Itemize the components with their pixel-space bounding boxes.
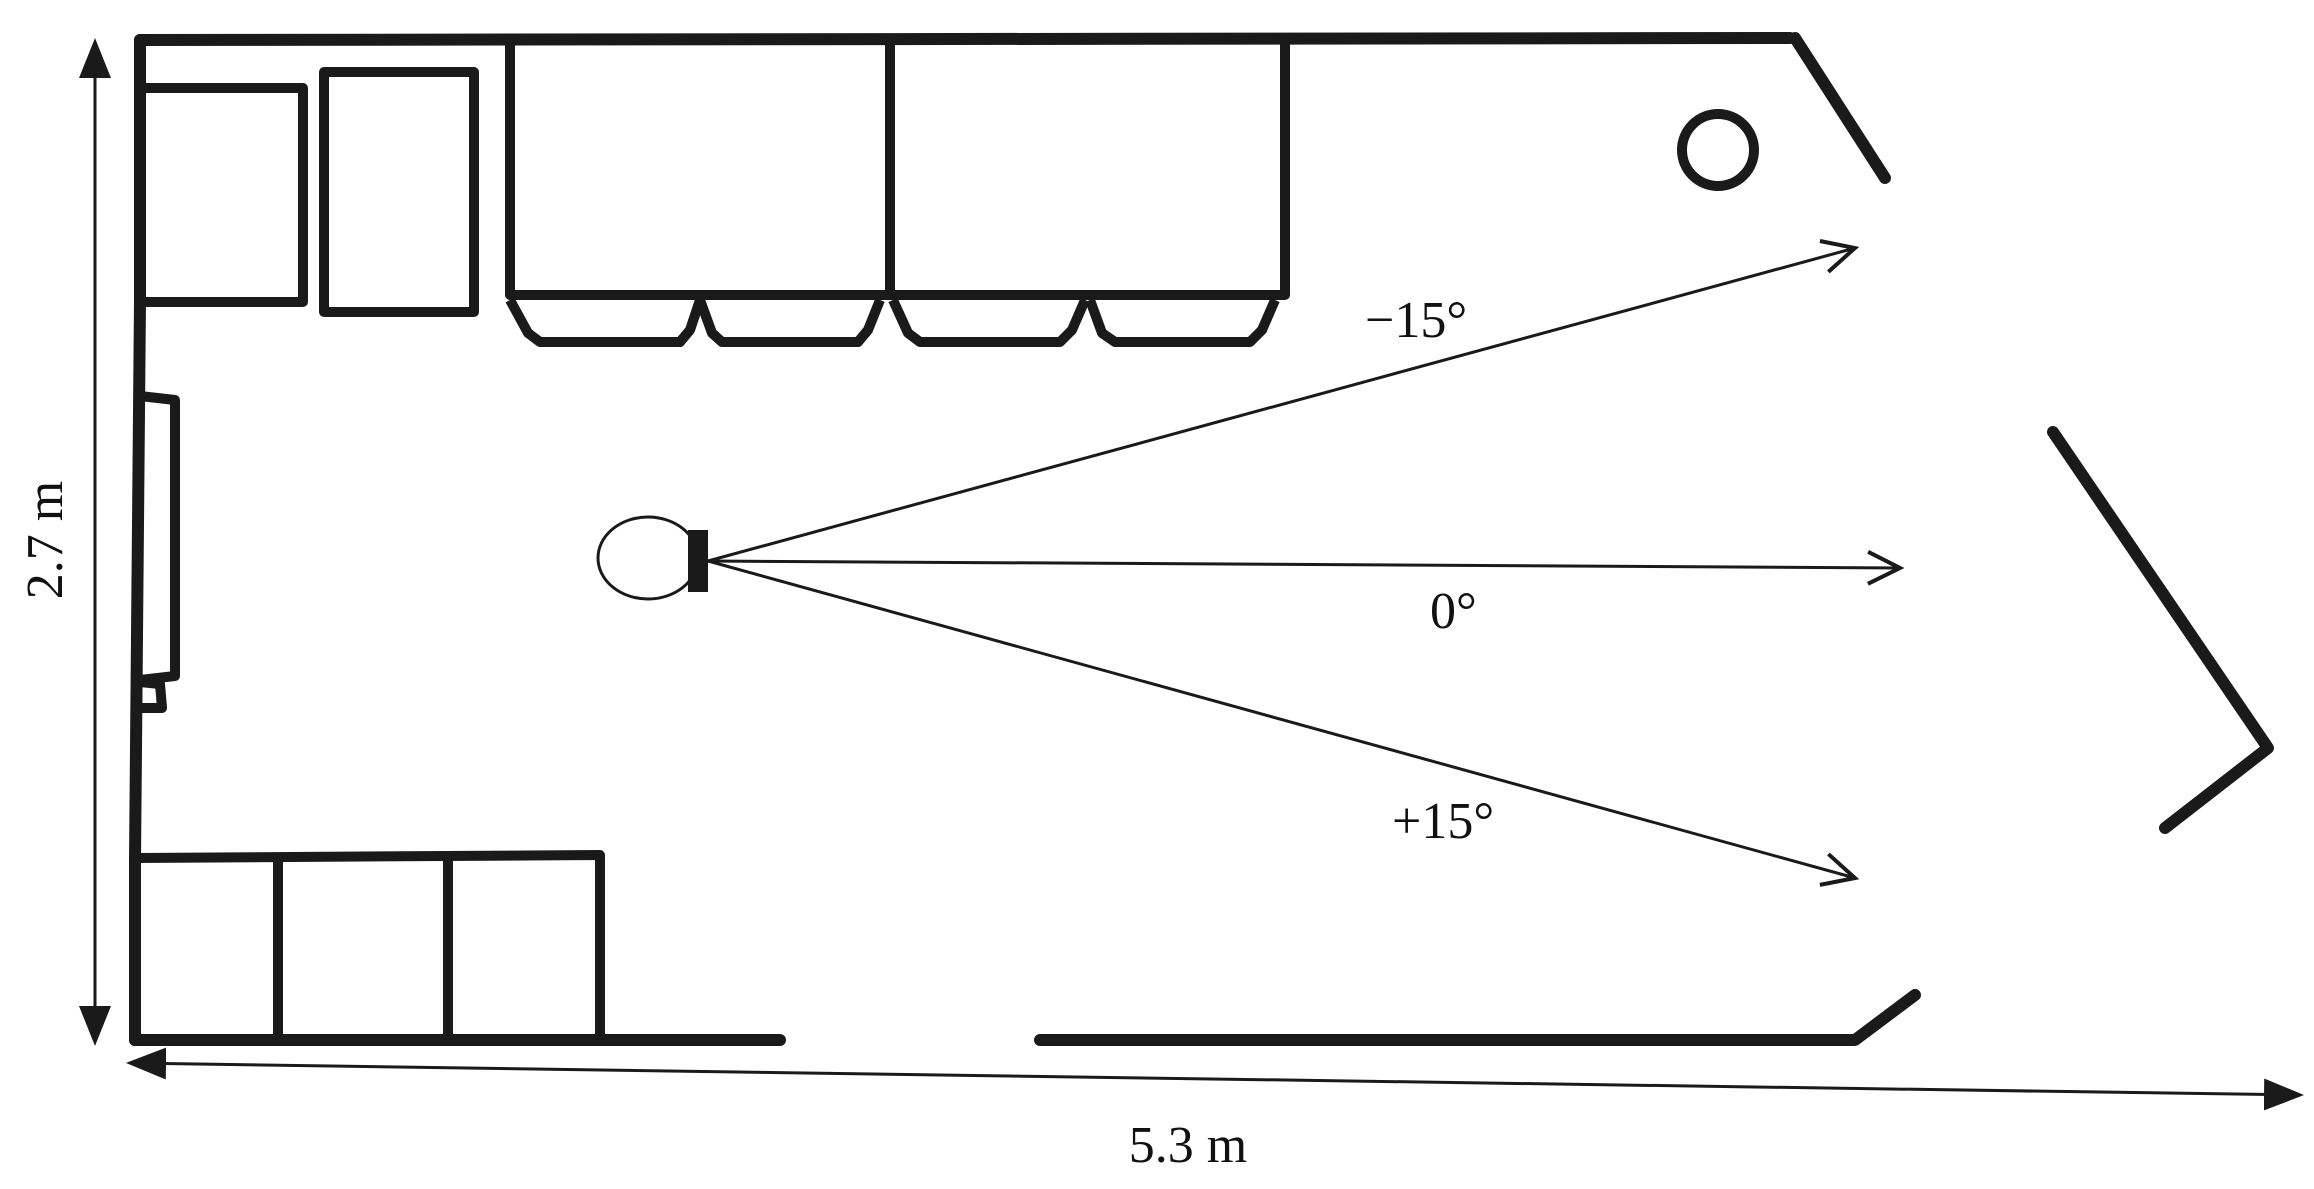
bottom-left-shelves: [134, 850, 605, 1040]
beam-arrow-0: [707, 561, 1900, 568]
beam-label-plus-15: +15°: [1392, 793, 1494, 850]
wall-top-right-angled: [1789, 32, 1891, 184]
cabinet-left: [135, 83, 308, 307]
wall-panel-notch: [139, 677, 167, 713]
workbench-outline: [505, 40, 1290, 300]
wall-panel: [139, 391, 180, 685]
pipe-circle: [1677, 109, 1759, 191]
beam-label-0: 0°: [1430, 583, 1477, 640]
beam-label-minus-15: −15°: [1365, 292, 1467, 349]
sensor-device: [688, 530, 708, 592]
cabinet-right: [319, 67, 479, 317]
wall-top: [134, 32, 1796, 46]
sensor-person: [596, 515, 708, 601]
top-left-cabinets: [135, 67, 479, 317]
top-workbench: [505, 40, 1290, 347]
beam-arrow-minus-15: [707, 248, 1855, 563]
chair-2: [695, 298, 885, 347]
room-walls: [129, 32, 2274, 1046]
chair-4: [1085, 298, 1280, 347]
beam-arrow-plus-15: [707, 559, 1855, 878]
chair-3: [888, 297, 1090, 347]
height-dimension-label: 2.7 m: [17, 481, 74, 599]
left-wall-panel: [139, 391, 180, 713]
width-dimension-arrow: [126, 1047, 2304, 1111]
person-head: [596, 515, 700, 601]
chair-1: [505, 297, 705, 347]
beam-arrows: [707, 248, 1900, 878]
dimension-arrows: [79, 38, 2304, 1111]
wall-bottom-right: [1034, 989, 1921, 1046]
width-dimension-label: 5.3 m: [1129, 1117, 1247, 1174]
wall-right-angled: [2047, 426, 2274, 834]
shelf-unit: [134, 850, 605, 1040]
